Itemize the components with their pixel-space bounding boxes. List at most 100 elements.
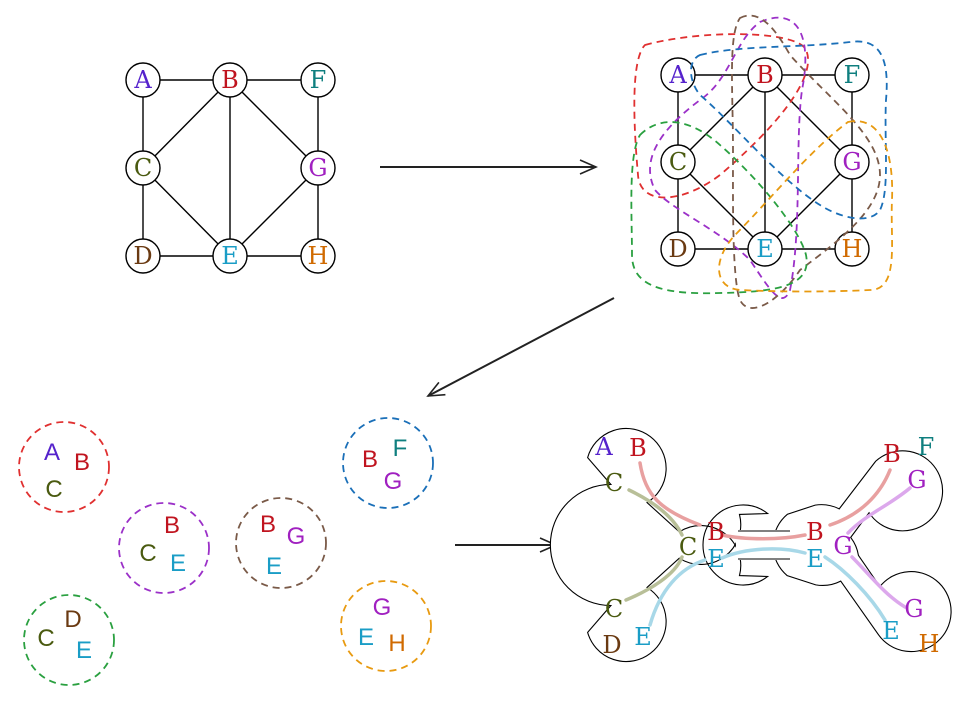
- tree-bags: [549, 427, 952, 663]
- tree-path-g: [846, 486, 912, 535]
- node-c: C: [125, 150, 161, 186]
- bag-outline: [23, 594, 115, 686]
- tree-label: C: [605, 595, 623, 623]
- bag-geh: G E H: [340, 580, 432, 672]
- bag-outline: [118, 502, 210, 594]
- bag-label: B: [74, 449, 90, 476]
- tree-label: B: [629, 434, 647, 462]
- tree-labels: A B C C D E B C E B E G B F G G E H: [594, 433, 939, 659]
- tree-label: E: [707, 545, 725, 573]
- bag-label: E: [358, 624, 374, 651]
- graph-panel: A B F C G D E H: [125, 62, 336, 274]
- bag-label: G: [287, 523, 306, 550]
- tree-path-e: [823, 555, 887, 622]
- node-f: F: [834, 57, 870, 93]
- node-b: B: [212, 62, 248, 98]
- node-h: H: [834, 231, 870, 267]
- bag-outline-abc: [633, 33, 809, 199]
- covered-graph-nodes: A B F C G D E H: [660, 57, 870, 267]
- node-label: D: [133, 242, 152, 270]
- bag-label: G: [373, 594, 392, 621]
- bag-outline-bce: [649, 16, 807, 299]
- bag-outline-bge: [731, 14, 881, 309]
- bag-label: C: [37, 625, 54, 652]
- edge-c-e: [677, 161, 766, 250]
- edge-e-g: [764, 161, 853, 250]
- bag-outline: [340, 580, 432, 672]
- node-d: D: [125, 238, 161, 274]
- bag-label: F: [393, 435, 408, 462]
- bag-label: D: [64, 606, 81, 633]
- node-label: E: [221, 242, 239, 270]
- bag-outlines: [630, 14, 894, 309]
- tree-label: E: [882, 617, 900, 645]
- node-label: B: [221, 66, 239, 94]
- tree-label: H: [919, 630, 940, 658]
- bag-label: E: [170, 550, 186, 577]
- node-label: C: [669, 148, 687, 176]
- bag-label: C: [139, 540, 156, 567]
- graph-edges: [142, 79, 319, 257]
- node-e: E: [212, 238, 248, 274]
- bag-cde: C D E: [23, 594, 115, 686]
- node-label: A: [133, 66, 152, 94]
- bag-label: G: [384, 468, 403, 495]
- tree-label: G: [907, 466, 926, 494]
- node-a: A: [125, 62, 161, 98]
- bag-abc: A B C: [18, 421, 110, 513]
- node-label: D: [668, 235, 687, 263]
- tree-bag-shape-right: [772, 450, 952, 653]
- node-label: F: [310, 66, 327, 94]
- node-label: H: [842, 235, 863, 263]
- node-label: B: [756, 61, 774, 89]
- node-g: G: [834, 144, 870, 180]
- tree-path-g: [850, 555, 907, 609]
- node-label: A: [668, 61, 687, 89]
- edge-b-c: [142, 79, 231, 169]
- tree-label: C: [605, 469, 623, 497]
- tree-label: A: [594, 433, 613, 461]
- node-f: F: [300, 62, 336, 98]
- bag-outline-geh: [718, 120, 894, 293]
- bags-panel: A B C B C E B G E B F G C D E: [18, 417, 434, 686]
- tree-path-c: [624, 555, 684, 602]
- bag-outline-cde: [630, 121, 808, 295]
- tree-bag-shape-left: [549, 427, 770, 663]
- bag-outline: [342, 417, 434, 509]
- node-label: E: [756, 235, 774, 263]
- tree-label: B: [707, 518, 725, 546]
- bag-label: C: [45, 476, 62, 503]
- tree-label: D: [602, 631, 621, 659]
- tree-path-c: [627, 488, 684, 537]
- tree-path-e: [720, 547, 807, 560]
- tree-edge-band: [736, 530, 792, 560]
- tree-path-b: [720, 533, 807, 541]
- tree-path-b: [638, 461, 702, 527]
- tree-path-e: [648, 558, 707, 627]
- tree-label: E: [806, 545, 824, 573]
- node-e: E: [747, 231, 783, 267]
- tree-label: B: [806, 518, 824, 546]
- bag-label: E: [266, 553, 282, 580]
- bag-outline: [18, 421, 110, 513]
- bag-label: B: [362, 446, 378, 473]
- node-label: G: [308, 154, 327, 182]
- node-h: H: [300, 238, 336, 274]
- tree-decomposition-panel: A B C C D E B C E B E G B F G G E H: [549, 427, 952, 663]
- bag-label: A: [44, 439, 60, 466]
- tree-label: G: [833, 532, 852, 560]
- tree-label: G: [904, 595, 923, 623]
- tree-label: F: [918, 433, 935, 461]
- edge-b-g: [229, 79, 319, 169]
- node-label: H: [308, 242, 329, 270]
- node-a: A: [660, 57, 696, 93]
- edge-c-e: [142, 167, 231, 257]
- bag-bfg: B F G: [342, 417, 434, 509]
- covered-graph-panel: A B F C G D E H: [630, 14, 894, 309]
- edge-e-g: [229, 167, 319, 257]
- tree-paths: [624, 461, 912, 627]
- bag-label: H: [388, 630, 405, 657]
- tree-label: C: [679, 533, 697, 561]
- node-d: D: [660, 231, 696, 267]
- bag-bge: B G E: [235, 497, 327, 589]
